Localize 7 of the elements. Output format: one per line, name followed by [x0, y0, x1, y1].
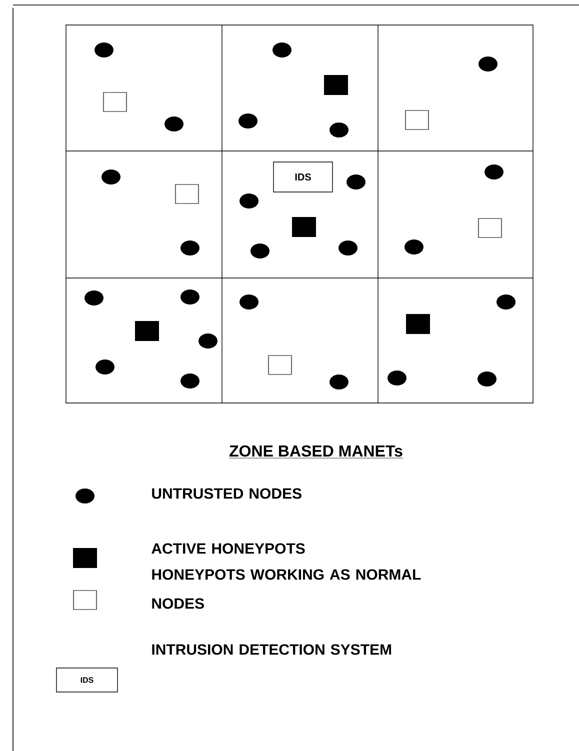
- title: ZONE BASED MANETs: [228, 445, 404, 458]
- legend-text: UNTRUSTED NODES: [152, 488, 302, 499]
- legend-text: HONEYPOTS WORKING AS NORMAL NODES: [152, 569, 421, 609]
- legend-text: INTRUSION DETECTION SYSTEM: [152, 644, 392, 655]
- ids-box: IDS: [273, 162, 333, 192]
- ids-box: IDS: [56, 668, 118, 692]
- legend-text: ACTIVE HONEYPOTS: [152, 543, 305, 554]
